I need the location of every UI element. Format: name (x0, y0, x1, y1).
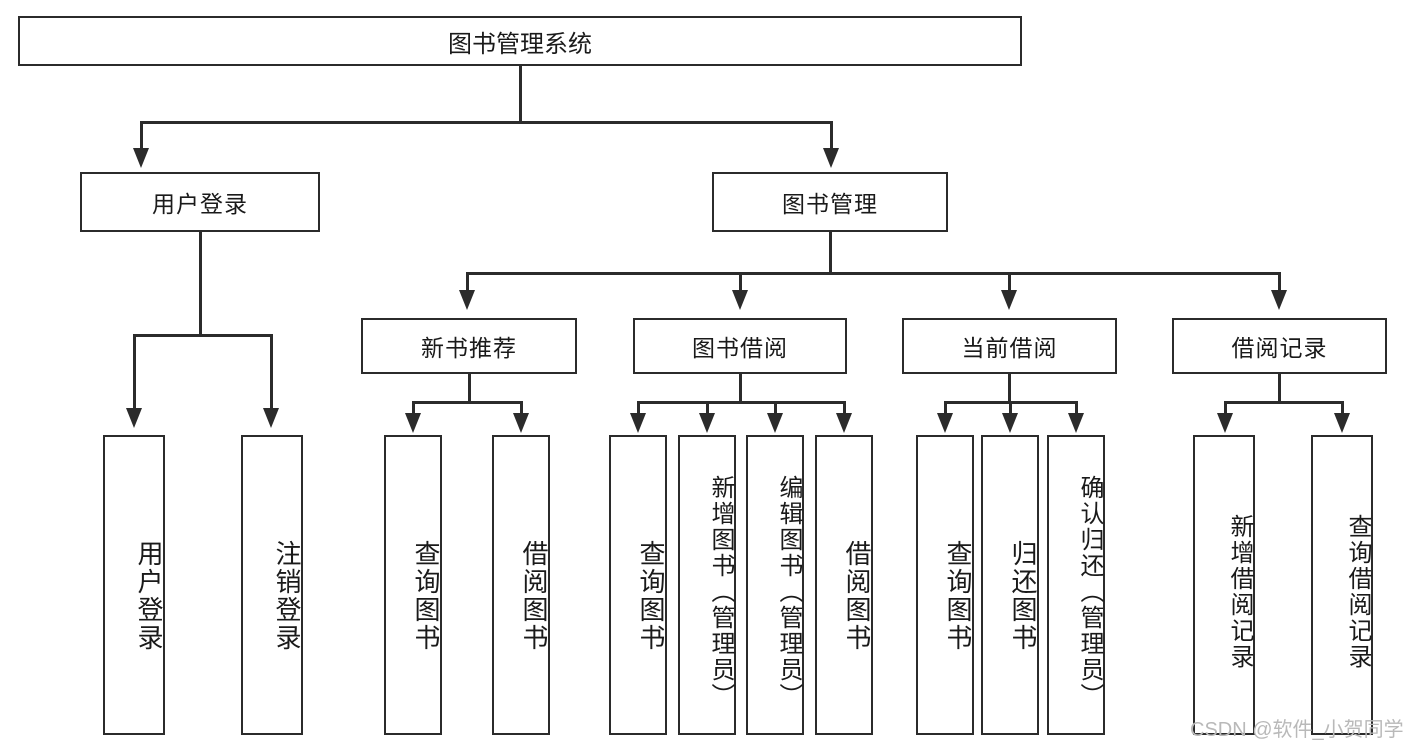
connector-new-book-bus (412, 401, 522, 404)
connector-new-book-leaf-2 (520, 401, 523, 415)
connector-user-login-leaf-1 (133, 334, 136, 410)
arrowhead-new-book (459, 290, 475, 310)
node-label: 新书推荐 (421, 335, 517, 361)
connector-new-book-stem (468, 374, 471, 403)
arrowhead-cb-leaf-1 (937, 413, 953, 433)
connector-bb-leaf-4 (843, 401, 846, 415)
arrowhead-leaf-user-login (126, 408, 142, 428)
node-label: 借阅图书 (842, 540, 872, 652)
connector-book-mgmt-stem (829, 232, 832, 274)
connector-bb-leaf-2 (706, 401, 709, 415)
connector-bb-leaf-3 (774, 401, 777, 415)
arrowhead-book-borrow (732, 290, 748, 310)
leaf-confirm-return-admin[interactable]: 确认归还（管理员） (1047, 435, 1105, 735)
arrowhead-book-mgmt (823, 148, 839, 168)
node-label: 用户登录 (134, 540, 164, 652)
connector-to-current-borrow (1008, 272, 1011, 292)
connector-book-borrow-stem (739, 374, 742, 403)
connector-borrow-record-bus (1224, 401, 1343, 404)
connector-br-leaf-1 (1224, 401, 1227, 415)
node-label: 新增图书（管理员） (707, 475, 734, 709)
node-label: 查询借阅记录 (1344, 514, 1371, 670)
arrowhead-nb-leaf-1 (405, 413, 421, 433)
node-label: 图书管理系统 (448, 30, 592, 58)
arrowhead-nb-leaf-2 (513, 413, 529, 433)
connector-user-login-stem (199, 232, 202, 336)
leaf-query-book-nb[interactable]: 查询图书 (384, 435, 442, 735)
connector-root-to-user-login (140, 121, 143, 150)
connector-book-borrow-bus (637, 401, 845, 404)
connector-bb-leaf-1 (637, 401, 640, 415)
leaf-borrow-book-nb[interactable]: 借阅图书 (492, 435, 550, 735)
arrowhead-bb-leaf-2 (699, 413, 715, 433)
connector-to-new-book (466, 272, 469, 292)
connector-user-login-leaf-2 (270, 334, 273, 410)
leaf-add-borrow-record[interactable]: 新增借阅记录 (1193, 435, 1255, 735)
node-borrow-record[interactable]: 借阅记录 (1172, 318, 1387, 374)
leaf-query-book-cb[interactable]: 查询图书 (916, 435, 974, 735)
arrowhead-bb-leaf-3 (767, 413, 783, 433)
node-label: 当前借阅 (961, 335, 1058, 361)
leaf-logout[interactable]: 注销登录 (241, 435, 303, 735)
node-label: 用户登录 (152, 191, 248, 217)
node-label: 查询图书 (943, 540, 973, 652)
node-label: 新增借阅记录 (1226, 514, 1253, 670)
connector-new-book-leaf-1 (412, 401, 415, 415)
leaf-query-book-bb[interactable]: 查询图书 (609, 435, 667, 735)
leaf-query-borrow-record[interactable]: 查询借阅记录 (1311, 435, 1373, 735)
leaf-add-book-admin[interactable]: 新增图书（管理员） (678, 435, 736, 735)
node-root-system[interactable]: 图书管理系统 (18, 16, 1022, 66)
leaf-borrow-book-bb[interactable]: 借阅图书 (815, 435, 873, 735)
csdn-watermark: CSDN @软件_小贺同学 (1190, 719, 1404, 741)
node-label: 查询图书 (636, 540, 666, 652)
connector-root-to-book-mgmt (830, 121, 833, 150)
arrowhead-bb-leaf-1 (630, 413, 646, 433)
node-label: 确认归还（管理员） (1076, 475, 1103, 709)
arrowhead-br-leaf-2 (1334, 413, 1350, 433)
connector-current-borrow-stem (1008, 374, 1011, 403)
node-label: 查询图书 (411, 540, 441, 652)
connector-user-login-bus (133, 334, 272, 337)
node-label: 图书借阅 (692, 335, 788, 361)
connector-borrow-record-stem (1278, 374, 1281, 403)
connector-to-borrow-record (1278, 272, 1281, 292)
arrowhead-br-leaf-1 (1217, 413, 1233, 433)
leaf-return-book[interactable]: 归还图书 (981, 435, 1039, 735)
connector-root-stem (519, 66, 522, 122)
node-label: 图书管理 (782, 191, 878, 217)
arrowhead-cb-leaf-2 (1002, 413, 1018, 433)
arrowhead-current-borrow (1001, 290, 1017, 310)
node-label: 编辑图书（管理员） (775, 475, 802, 709)
connector-br-leaf-2 (1341, 401, 1344, 415)
node-label: 借阅图书 (519, 540, 549, 652)
connector-cb-leaf-2 (1009, 401, 1012, 415)
arrowhead-leaf-logout (263, 408, 279, 428)
connector-root-bus (140, 121, 832, 124)
arrowhead-bb-leaf-4 (836, 413, 852, 433)
leaf-edit-book-admin[interactable]: 编辑图书（管理员） (746, 435, 804, 735)
connector-cb-leaf-3 (1075, 401, 1078, 415)
connector-cb-leaf-1 (944, 401, 947, 415)
node-label: 注销登录 (272, 540, 302, 652)
leaf-user-login[interactable]: 用户登录 (103, 435, 165, 735)
connector-book-mgmt-bus (466, 272, 1278, 275)
connector-to-book-borrow (739, 272, 742, 292)
arrowhead-cb-leaf-3 (1068, 413, 1084, 433)
arrowhead-user-login (133, 148, 149, 168)
node-current-borrow[interactable]: 当前借阅 (902, 318, 1117, 374)
node-user-login[interactable]: 用户登录 (80, 172, 320, 232)
node-label: 归还图书 (1008, 540, 1038, 652)
node-book-management[interactable]: 图书管理 (712, 172, 948, 232)
node-book-borrow[interactable]: 图书借阅 (633, 318, 847, 374)
node-label: 借阅记录 (1231, 335, 1328, 361)
node-new-book-recommend[interactable]: 新书推荐 (361, 318, 577, 374)
arrowhead-borrow-record (1271, 290, 1287, 310)
